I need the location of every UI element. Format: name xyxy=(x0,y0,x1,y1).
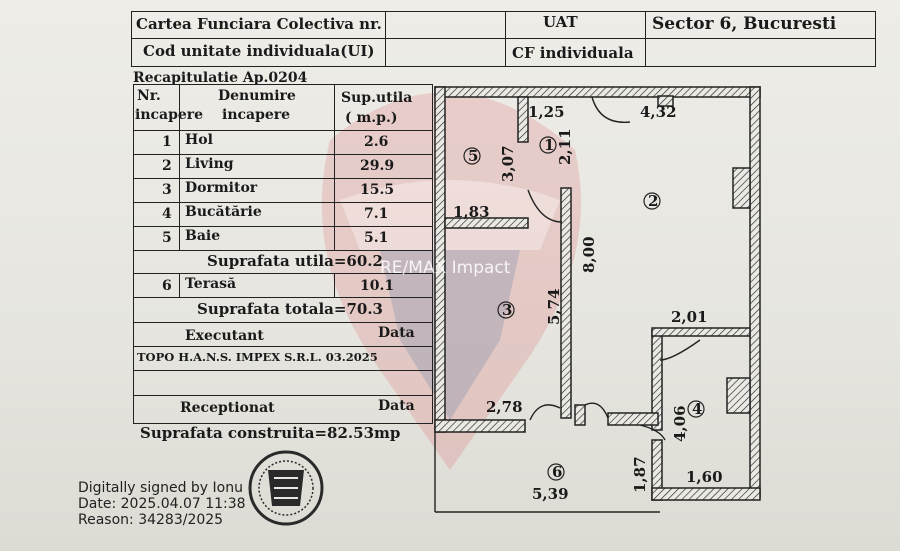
signature-line-2: Date: 2025.04.07 11:38 xyxy=(78,496,246,512)
carte-funciara-label: Cartea Funciara Colectiva nr. xyxy=(136,15,382,33)
row5-nr: 5 xyxy=(162,230,172,246)
dim-2-78: 2,78 xyxy=(486,398,523,416)
header-vline-1 xyxy=(385,11,386,67)
dim-8-00: 8,00 xyxy=(580,236,598,273)
watermark-text: RE/MAX Impact xyxy=(380,258,511,278)
dim-5-74: 5,74 xyxy=(545,288,563,325)
row4-name: Bucătărie xyxy=(185,204,262,220)
executant-value: TOPO H.A.N.S. IMPEX S.R.L. 03.2025 xyxy=(137,350,378,364)
cod-ui-label: Cod unitate individuala(UI) xyxy=(143,42,375,60)
room-1-label: 1 xyxy=(544,136,554,154)
header-box xyxy=(131,11,876,67)
row2-name: Living xyxy=(185,156,234,172)
area-table xyxy=(133,84,433,424)
terasa-area: 10.1 xyxy=(360,278,395,294)
suprafata-utila: Suprafata utila=60.2 xyxy=(207,252,383,270)
dim-1-87: 1,87 xyxy=(631,456,649,493)
dim-1-83: 1,83 xyxy=(453,203,490,221)
row5-name: Baie xyxy=(185,228,221,244)
col-nr-2: incapere xyxy=(135,107,204,123)
receptionat-data-label: Data xyxy=(378,398,415,414)
dim-4-32: 4,32 xyxy=(640,103,677,121)
dim-4-06: 4,06 xyxy=(671,405,689,442)
terasa-name: Terasă xyxy=(185,276,237,292)
row1-name: Hol xyxy=(185,132,213,148)
room-2-label: 2 xyxy=(648,192,658,210)
suprafata-totala: Suprafata totala=70.3 xyxy=(197,300,383,318)
executant-label: Executant xyxy=(185,328,264,344)
uat-label: UAT xyxy=(543,13,578,31)
col-sup-2: ( m.p.) xyxy=(345,110,398,126)
header-vline-3 xyxy=(645,11,646,67)
signature-line-1: Digitally signed by Ionu xyxy=(78,480,243,496)
row3-name: Dormitor xyxy=(185,180,258,196)
executant-data-label: Data xyxy=(378,325,415,341)
col-den-2: incapere xyxy=(222,107,291,123)
row3-area: 15.5 xyxy=(360,182,395,198)
receptionat-label: Receptionat xyxy=(180,400,275,416)
dim-3-07: 3,07 xyxy=(499,145,517,182)
terasa-nr: 6 xyxy=(162,278,172,294)
row2-nr: 2 xyxy=(162,158,172,174)
signature-line-3: Reason: 34283/2025 xyxy=(78,512,224,528)
room-4-label: 4 xyxy=(692,400,702,418)
recap-title: Recapitulatie Ap.0204 xyxy=(133,70,308,86)
dim-1-25: 1,25 xyxy=(528,103,565,121)
row5-area: 5.1 xyxy=(364,230,389,246)
row3-nr: 3 xyxy=(162,182,172,198)
header-divider xyxy=(131,38,876,39)
uat-value: Sector 6, Bucuresti xyxy=(652,14,837,34)
col-sup-1: Sup.utila xyxy=(341,90,413,106)
row1-nr: 1 xyxy=(162,134,172,150)
room-5-label: 5 xyxy=(468,147,478,165)
dim-2-11: 2,11 xyxy=(556,128,574,165)
cf-individuala-label: CF individuala xyxy=(512,44,634,62)
dim-2-01: 2,01 xyxy=(671,308,708,326)
room-6-label: 6 xyxy=(552,463,562,481)
suprafata-construita: Suprafata construita=82.53mp xyxy=(140,424,401,442)
row4-nr: 4 xyxy=(162,206,172,222)
row1-area: 2.6 xyxy=(364,134,389,150)
dim-1-60: 1,60 xyxy=(686,468,723,486)
row4-area: 7.1 xyxy=(364,206,389,222)
row2-area: 29.9 xyxy=(360,158,395,174)
header-vline-2 xyxy=(505,11,506,67)
col-nr-1: Nr. xyxy=(137,88,161,104)
col-den-1: Denumire xyxy=(218,88,296,104)
dim-5-39: 5,39 xyxy=(532,485,569,503)
room-3-label: 3 xyxy=(502,301,512,319)
